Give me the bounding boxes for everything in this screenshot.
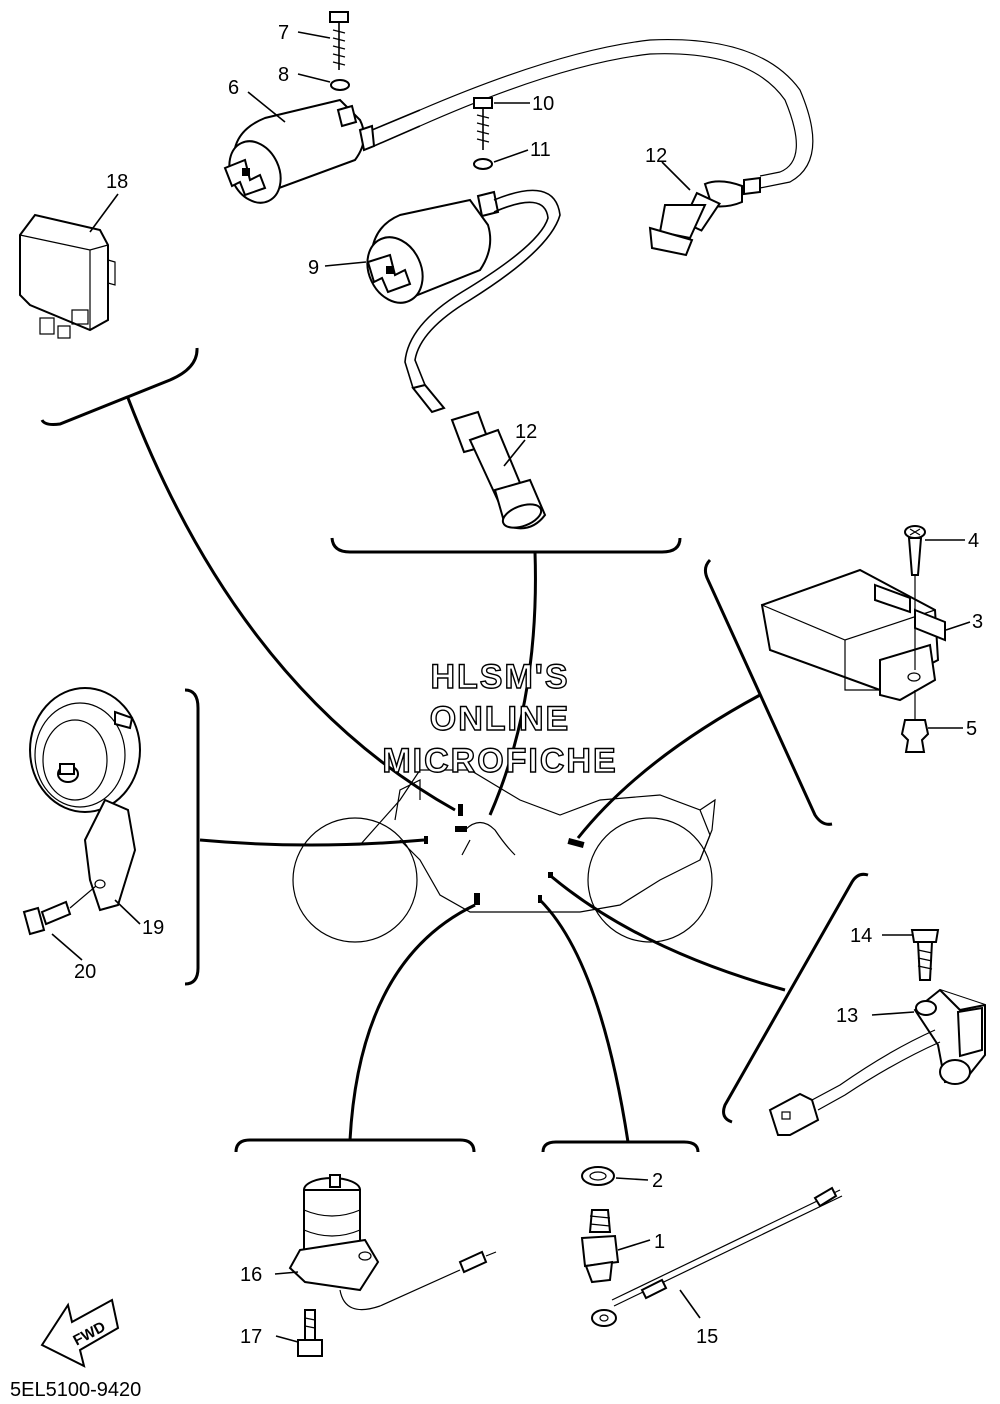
- callout-7: 7: [278, 22, 289, 44]
- level-switch: [288, 1174, 497, 1357]
- callout-5: 5: [966, 718, 977, 740]
- watermark-line-2: ONLINE: [430, 700, 570, 738]
- callout-3: 3: [972, 611, 983, 633]
- watermark-line-1: HLSM'S: [430, 658, 569, 696]
- callout-14: 14: [850, 925, 872, 947]
- watermark: HLSM'S ONLINE MICROFICHE: [382, 657, 617, 780]
- fwd-arrow-icon: FWD: [40, 1298, 120, 1368]
- callout-11: 11: [530, 139, 551, 161]
- callout-4: 4: [968, 530, 979, 552]
- callouts: 7 8 6 10 11 9 12 12 18 4 3 5 19 20 14 13…: [74, 22, 983, 1348]
- watermark-line-3: MICROFICHE: [382, 742, 617, 780]
- callout-17: 17: [240, 1326, 262, 1348]
- thermo-switch: [580, 1166, 843, 1327]
- ignition-coil-lower: [366, 97, 561, 414]
- plug-wire-upper: [419, 38, 814, 189]
- callout-8: 8: [278, 64, 289, 86]
- callout-2: 2: [652, 1170, 663, 1192]
- callout-16: 16: [240, 1264, 262, 1286]
- group-brackets: [40, 347, 869, 1153]
- callout-13: 13: [836, 1005, 858, 1027]
- callout-12-upper: 12: [645, 145, 667, 167]
- callout-10: 10: [532, 93, 554, 115]
- callout-19: 19: [142, 917, 164, 939]
- callout-20: 20: [74, 961, 96, 983]
- callout-1: 1: [654, 1231, 665, 1253]
- callout-6: 6: [228, 77, 239, 99]
- relay-unit: [19, 213, 116, 339]
- plug-cap-upper: [648, 176, 761, 257]
- motorcycle-outline: [292, 769, 716, 943]
- cdi-unit: [760, 525, 946, 753]
- callout-15: 15: [696, 1326, 718, 1348]
- leader-lines: [126, 397, 786, 1143]
- horn: [22, 687, 141, 936]
- plug-wire-upper-inner: [419, 53, 797, 177]
- diagram-code: 5EL5100-9420: [10, 1379, 141, 1401]
- callout-12-lower: 12: [515, 421, 537, 443]
- plug-cap-lower: [450, 410, 547, 530]
- speed-sensor: [768, 929, 986, 1136]
- callout-9: 9: [308, 257, 319, 279]
- callout-leaders: [51, 31, 971, 1343]
- callout-18: 18: [106, 171, 128, 193]
- ignition-coil-upper: [223, 11, 421, 204]
